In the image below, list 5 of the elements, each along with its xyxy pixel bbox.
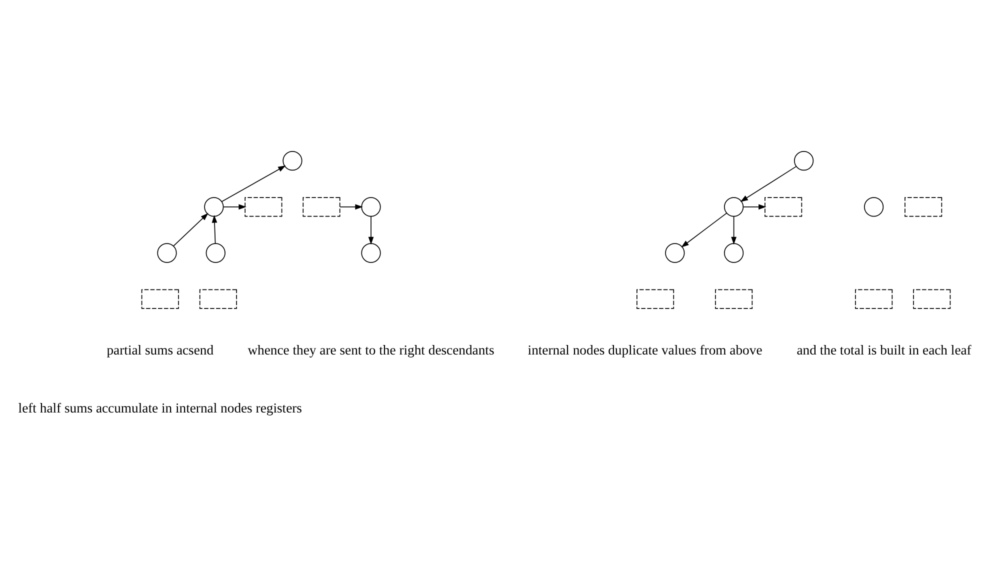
label: whence they are sent to the right descendants — [248, 342, 494, 357]
label: partial sums acsend — [106, 342, 214, 357]
label: internal nodes duplicate values from above — [528, 342, 762, 357]
label: left half sums accumulate in internal nodes registers — [18, 400, 302, 415]
label: and the total is built in each leaf — [796, 342, 972, 357]
